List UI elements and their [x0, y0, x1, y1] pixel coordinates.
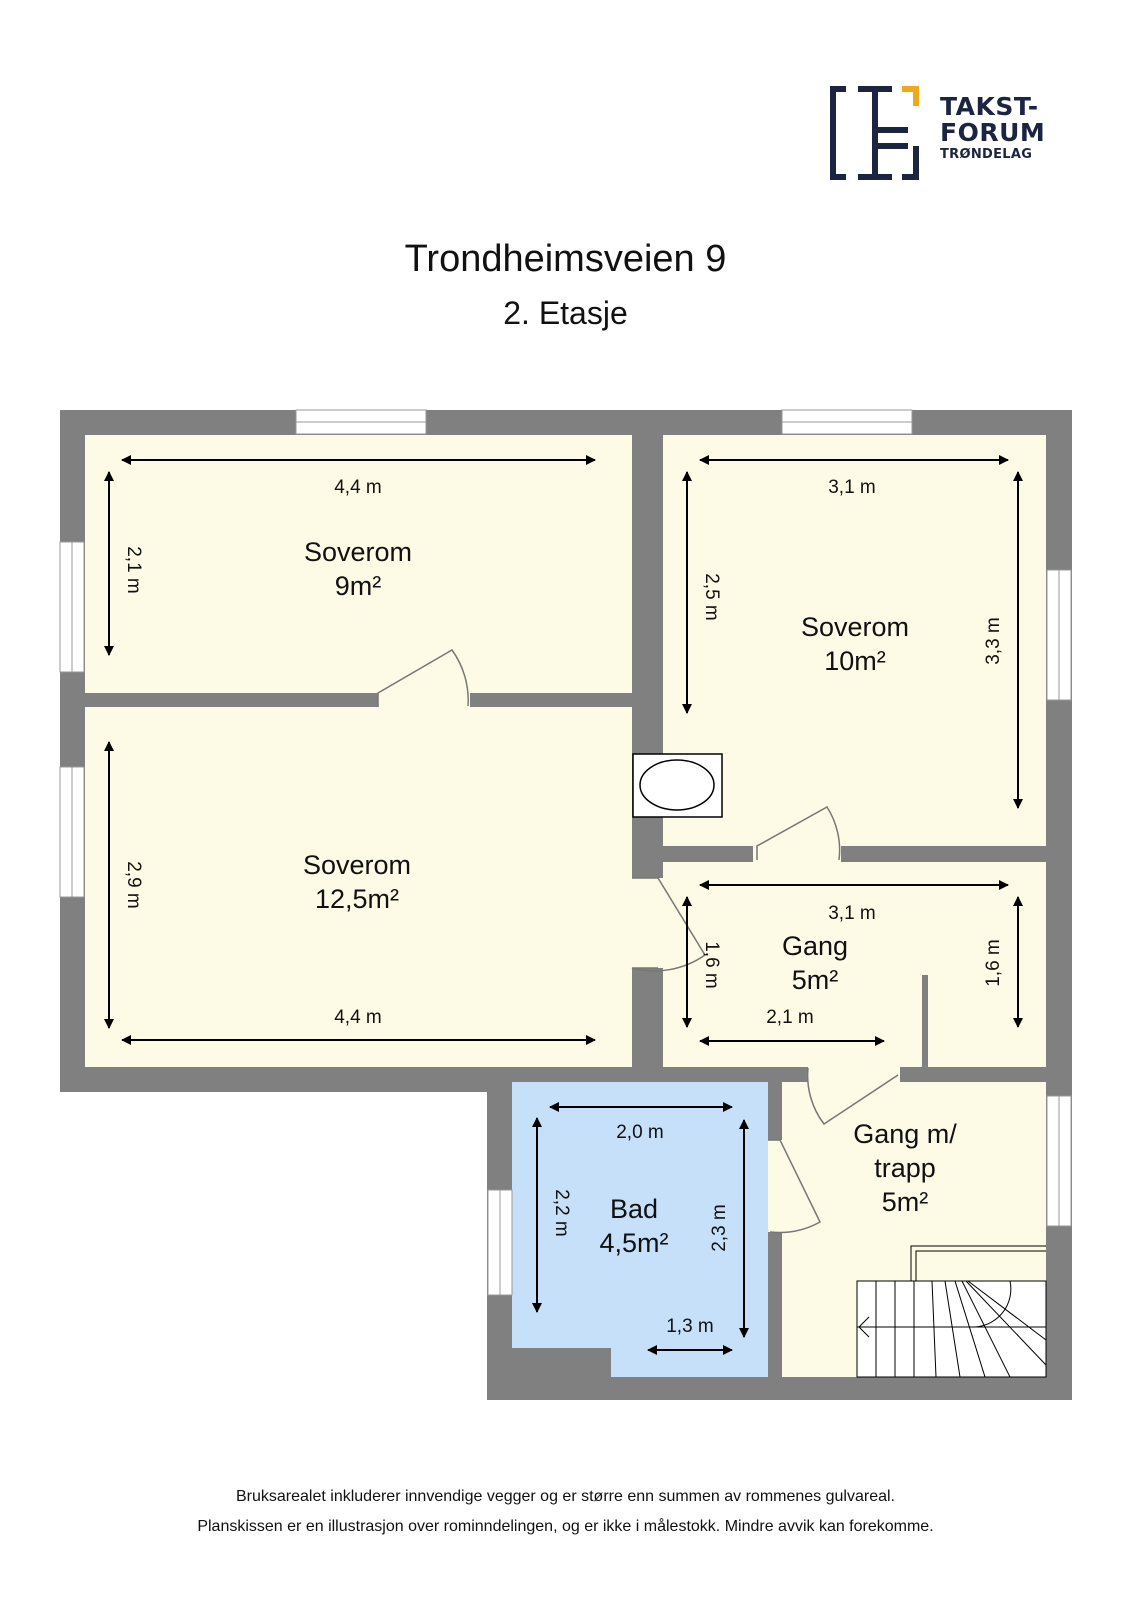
dim-gang-width: 3,1 m	[828, 903, 876, 924]
dim-soverom12-depth: 2,9 m	[123, 861, 144, 909]
room-area-bad: 4,5m²	[599, 1228, 668, 1258]
room-soverom-10	[663, 435, 1046, 846]
dim-soverom10-width: 3,1 m	[828, 477, 876, 498]
logo-wordmark: TAKST- FORUM TRØNDELAG	[940, 94, 1045, 161]
company-logo: TAKST- FORUM TRØNDELAG	[830, 86, 1050, 180]
room-area-gang: 5m²	[792, 965, 839, 995]
dim-soverom10-depth-left: 2,5 m	[701, 573, 722, 621]
room-name-soverom-12: Soverom	[303, 850, 411, 880]
room-name-gang-trapp-2: trapp	[874, 1153, 936, 1183]
dim-bad-width: 2,0 m	[616, 1122, 664, 1143]
staircase[interactable]	[856, 1245, 1047, 1378]
dimension-arrows	[104, 455, 1023, 1355]
floor-subtitle: 2. Etasje	[503, 295, 628, 331]
dim-gang-depth-right: 1,6 m	[983, 939, 1004, 987]
logo-mark-icon	[830, 86, 919, 180]
room-name-soverom-10: Soverom	[801, 612, 909, 642]
dim-gang-inner-width: 2,1 m	[766, 1007, 814, 1028]
dim-soverom9-depth: 2,1 m	[123, 546, 144, 594]
room-soverom-9	[85, 435, 632, 693]
logo-line-2: FORUM	[940, 118, 1046, 147]
logo-line-3: TRØNDELAG	[940, 147, 1033, 162]
room-name-soverom-9: Soverom	[304, 537, 412, 567]
chimney	[632, 753, 723, 818]
windows	[59, 409, 1072, 1296]
room-soverom-12	[85, 707, 632, 1067]
footer-note-area: Bruksarealet inkluderer innvendige vegge…	[236, 1488, 895, 1505]
room-area-soverom-9: 9m²	[335, 571, 382, 601]
dim-bad-depth-right: 2,3 m	[709, 1204, 730, 1252]
dim-bad-bottom-width: 1,3 m	[666, 1316, 714, 1337]
dim-gang-depth-left: 1,6 m	[701, 941, 722, 989]
room-name-bad: Bad	[610, 1194, 658, 1224]
dim-soverom9-width: 4,4 m	[334, 477, 382, 498]
room-area-soverom-12: 12,5m²	[315, 884, 399, 914]
footer-note-disclaimer: Planskissen er en illustrasjon over romi…	[197, 1518, 934, 1535]
logo-line-1: TAKST-	[940, 92, 1039, 121]
room-area-soverom-10: 10m²	[824, 646, 886, 676]
doors	[377, 649, 900, 1234]
room-gang	[663, 862, 1046, 1067]
room-bad	[512, 1082, 768, 1377]
room-name-gang: Gang	[782, 931, 848, 961]
dim-soverom12-width: 4,4 m	[334, 1007, 382, 1028]
dim-bad-depth-left: 2,2 m	[551, 1189, 572, 1237]
dim-soverom10-depth-right: 3,3 m	[983, 617, 1004, 665]
room-area-gang-trapp: 5m²	[882, 1187, 929, 1217]
page-title: Trondheimsveien 9	[404, 238, 727, 280]
room-name-gang-trapp-1: Gang m/	[853, 1119, 957, 1149]
